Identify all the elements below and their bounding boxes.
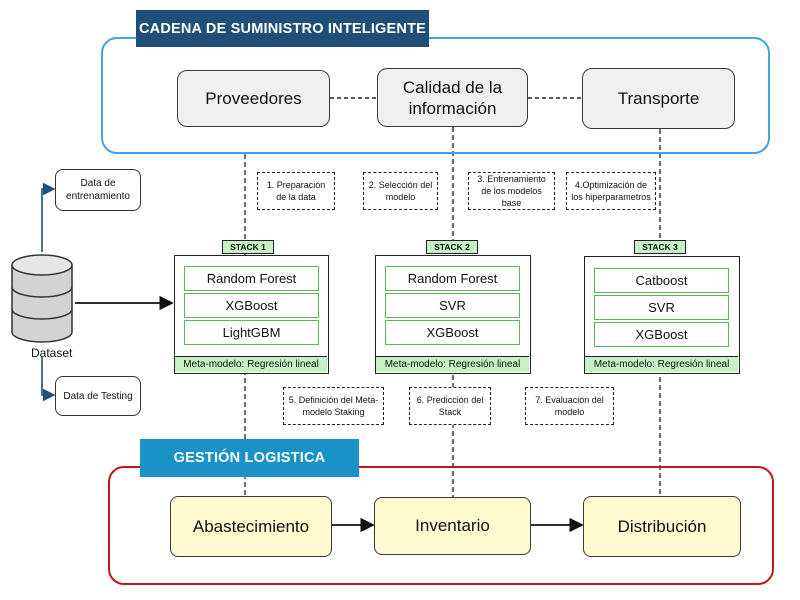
stack-1-model-3: LightGBM xyxy=(184,320,319,345)
stack-2-model-3: XGBoost xyxy=(385,320,520,345)
stack-3-box: Catboost SVR XGBoost Meta-modelo: Regres… xyxy=(584,256,740,374)
node-proveedores: Proveedores xyxy=(177,70,330,127)
logistics-title: GESTIÓN LOGISTICA xyxy=(140,439,359,477)
stack-3-tag: STACK 3 xyxy=(634,240,686,254)
supply-chain-frame xyxy=(101,37,770,154)
node-calidad-informacion: Calidad de la información xyxy=(377,68,528,127)
stack-2-meta-model: Meta-modelo: Regresión lineal xyxy=(376,356,529,372)
step-note-4: 4.Optimización de los hiperparametros xyxy=(566,172,656,210)
supply-chain-title: CADENA DE SUMINISTRO INTELIGENTE xyxy=(136,10,429,47)
stack-2-model-2: SVR xyxy=(385,293,520,318)
stack-1-model-1: Random Forest xyxy=(184,266,319,291)
dataset-label: Dataset xyxy=(31,346,73,360)
dataset-train-arrow xyxy=(41,182,56,252)
step-note-2: 2. Selección del modelo xyxy=(363,172,438,210)
training-data-box: Data de entrenamiento xyxy=(55,169,141,211)
step-note-3: 3. Entrenamiento de los modelos base xyxy=(468,172,555,210)
stack-3-model-1: Catboost xyxy=(594,268,729,293)
stack-1-model-2: XGBoost xyxy=(184,293,319,318)
stack-1-tag: STACK 1 xyxy=(222,240,274,254)
stack-3-model-3: XGBoost xyxy=(594,322,729,347)
testing-data-box: Data de Testing xyxy=(55,376,141,416)
stack-3-model-2: SVR xyxy=(594,295,729,320)
step-note-1: 1. Preparación de la data xyxy=(257,172,335,210)
stack-3-meta-model: Meta-modelo: Regresión lineal xyxy=(585,356,738,372)
stack-1-meta-model: Meta-modelo: Regresión lineal xyxy=(175,356,327,372)
logistics-frame xyxy=(108,466,774,585)
stack-1-box: Random Forest XGBoost LightGBM Meta-mode… xyxy=(174,255,329,374)
step-note-7: 7. Evaluación del modelo xyxy=(525,387,614,425)
node-inventario: Inventario xyxy=(374,497,531,555)
stack-2-model-1: Random Forest xyxy=(385,266,520,291)
node-transporte: Transporte xyxy=(582,68,735,129)
database-cylinder-icon xyxy=(11,254,73,343)
step-note-5: 5. Definición del Meta-modelo Staking xyxy=(283,387,384,425)
step-note-6: 6. Predicción del Stack xyxy=(409,387,491,425)
stack-2-box: Random Forest SVR XGBoost Meta-modelo: R… xyxy=(375,255,531,374)
node-abastecimiento: Abastecimiento xyxy=(170,496,332,557)
stack-2-tag: STACK 2 xyxy=(426,240,478,254)
dataset-test-arrow xyxy=(41,357,56,402)
node-distribucion: Distribución xyxy=(583,496,741,557)
